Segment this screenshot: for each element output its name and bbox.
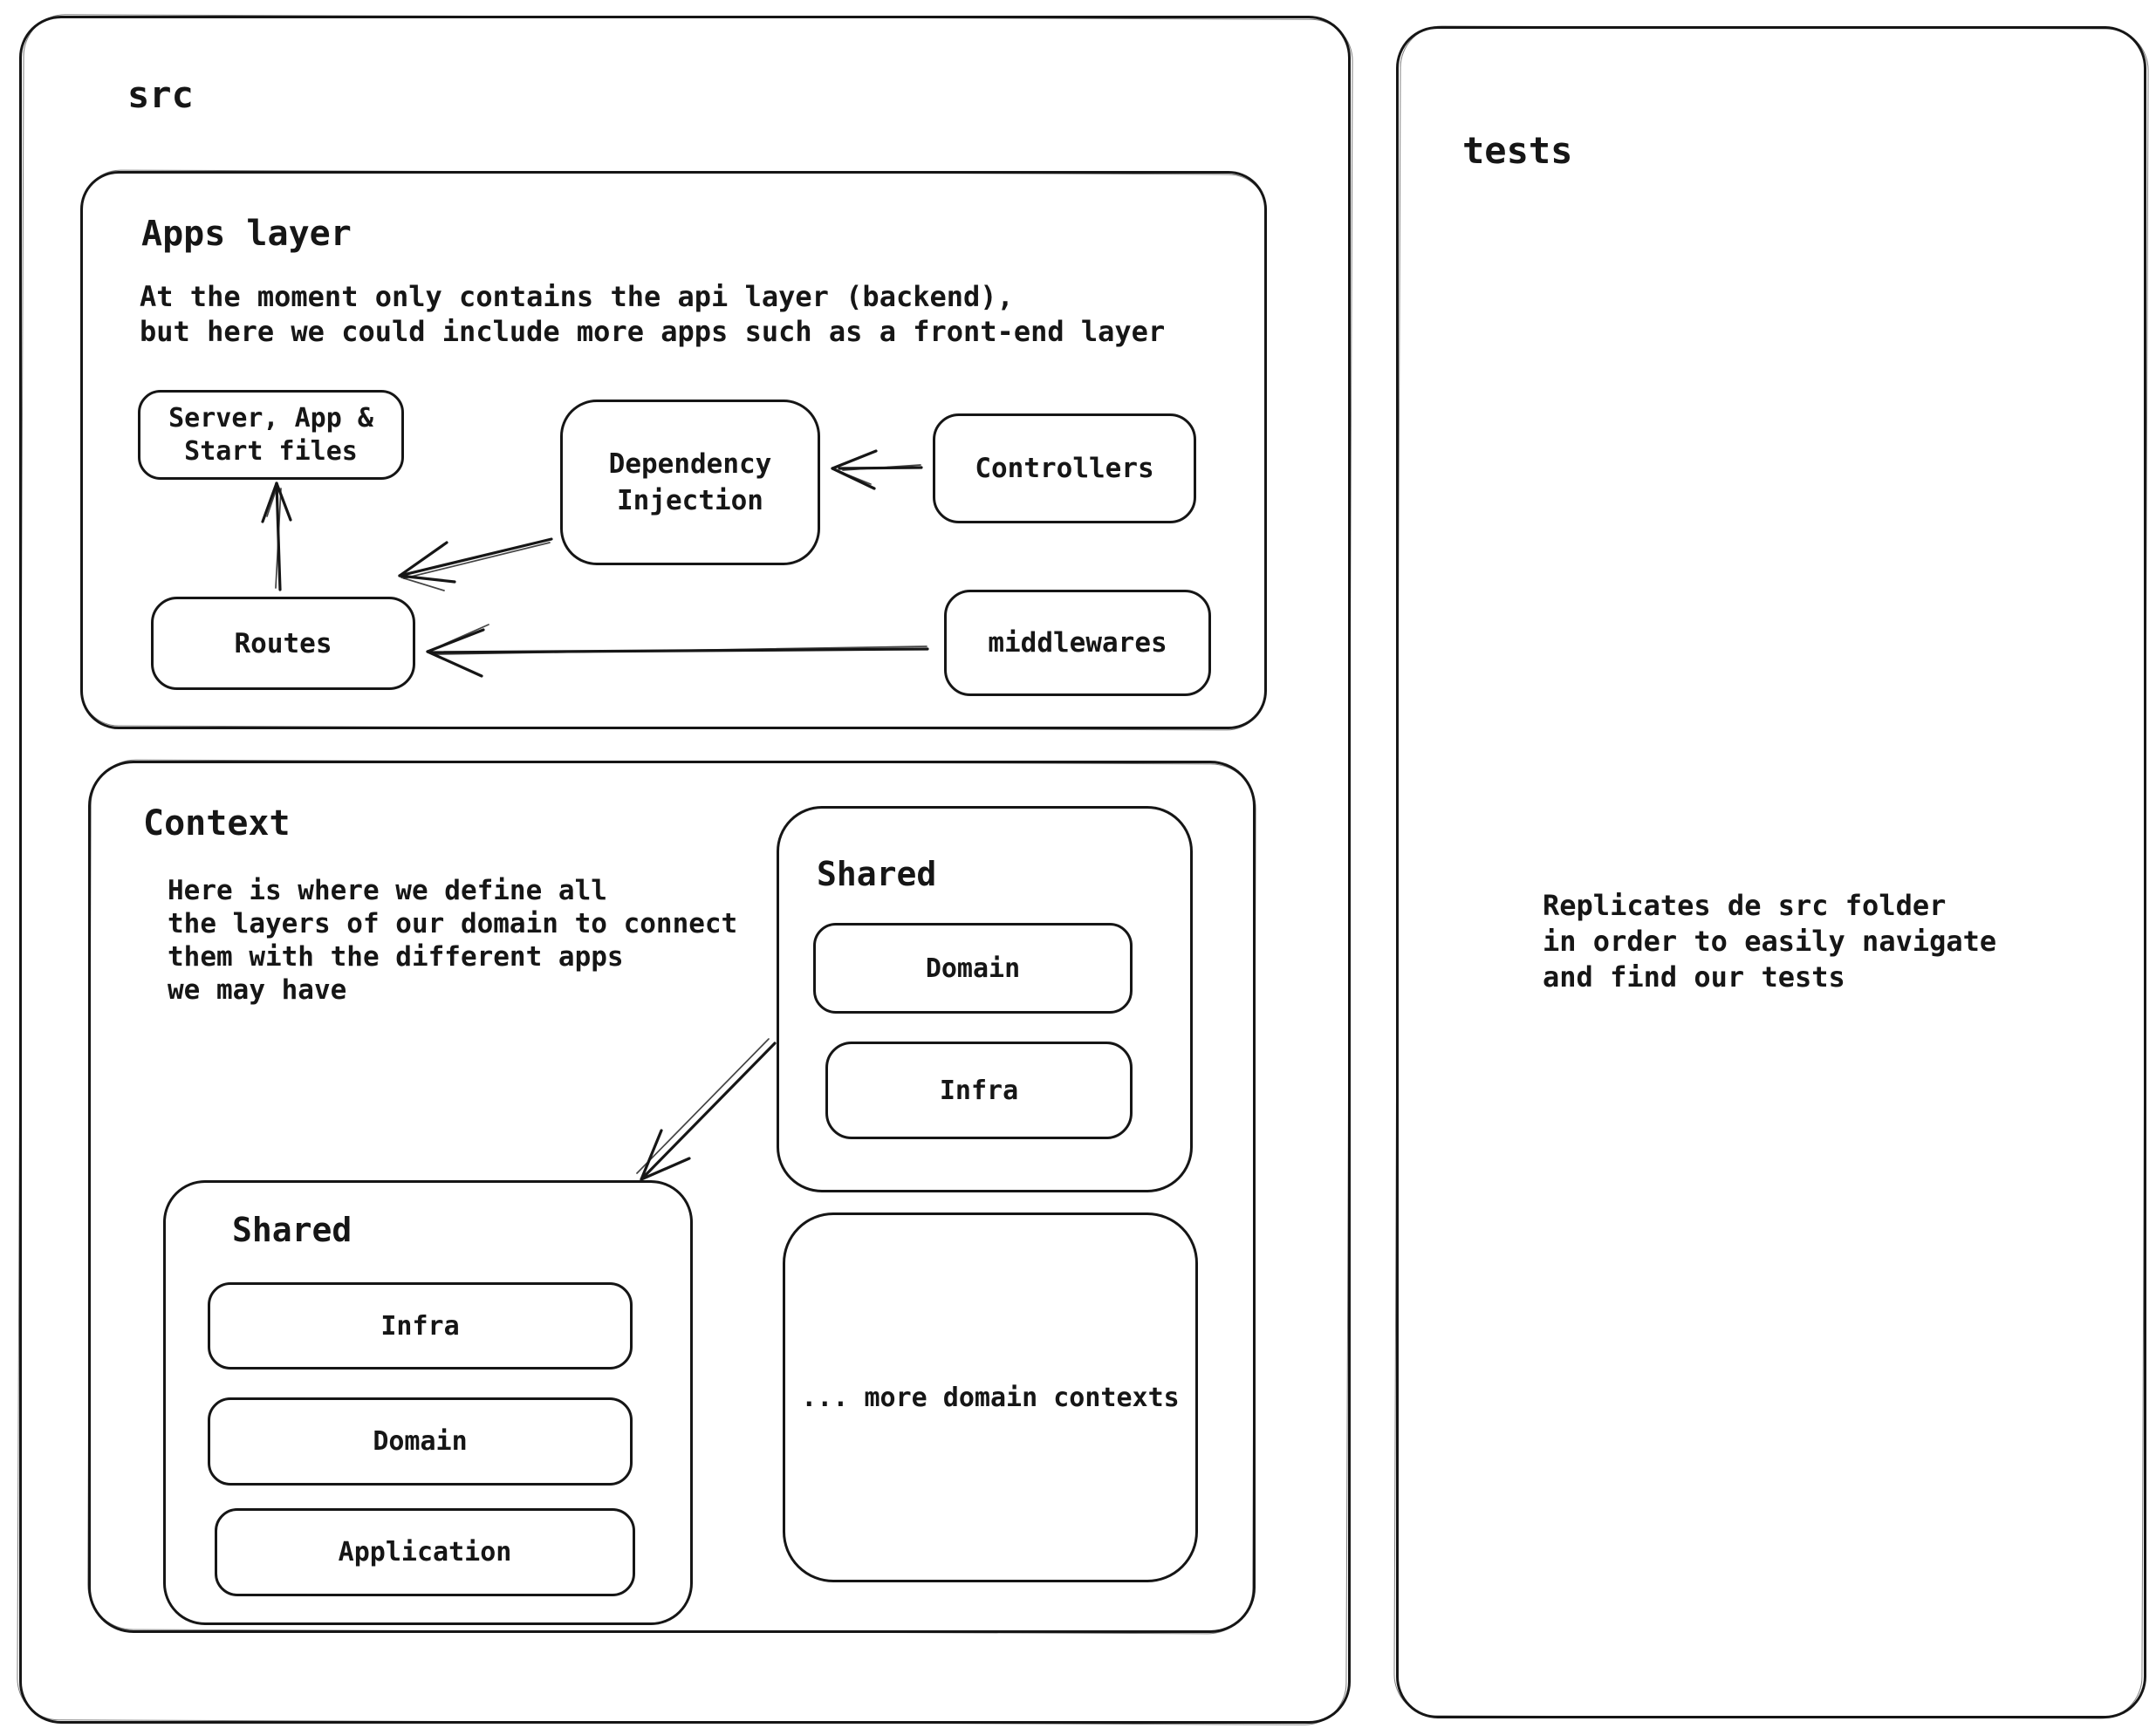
dependency-injection-node: Dependency Injection	[560, 400, 820, 565]
shared-top-domain-label: Domain	[925, 953, 1021, 984]
context-title: Context	[143, 803, 291, 844]
apps-layer-box	[80, 171, 1267, 729]
routes-label: Routes	[234, 627, 332, 659]
tests-folder-title: tests	[1462, 129, 1573, 172]
more-domain-contexts-label: ... more domain contexts	[801, 1382, 1180, 1413]
shared-top-domain-node: Domain	[813, 923, 1133, 1014]
server-app-start-files-label: Server, App & Start files	[168, 402, 373, 467]
dependency-injection-label: Dependency Injection	[608, 448, 772, 516]
shared-bottom-domain-node: Domain	[208, 1397, 633, 1486]
shared-bottom-title: Shared	[232, 1211, 352, 1249]
apps-layer-description: At the moment only contains the api laye…	[140, 280, 1166, 348]
more-domain-contexts-box: ... more domain contexts	[783, 1212, 1198, 1582]
shared-bottom-domain-label: Domain	[373, 1426, 468, 1457]
routes-node: Routes	[151, 597, 415, 690]
shared-top-title: Shared	[817, 855, 937, 893]
shared-top-infra-node: Infra	[825, 1042, 1133, 1139]
shared-bottom-application-label: Application	[338, 1537, 512, 1568]
controllers-node: Controllers	[933, 413, 1196, 523]
apps-layer-title: Apps layer	[141, 214, 352, 254]
middlewares-label: middlewares	[988, 627, 1167, 659]
shared-top-box	[777, 806, 1193, 1192]
shared-bottom-box	[163, 1180, 693, 1625]
shared-bottom-infra-node: Infra	[208, 1282, 633, 1370]
src-folder-title: src	[127, 73, 194, 116]
tests-folder-box	[1396, 26, 2146, 1718]
tests-description: Replicates de src folder in order to eas…	[1543, 889, 1997, 994]
server-app-start-files-node: Server, App & Start files	[138, 390, 404, 480]
middlewares-node: middlewares	[944, 590, 1211, 696]
src-folder-box	[19, 16, 1351, 1724]
shared-top-infra-label: Infra	[939, 1075, 1019, 1106]
context-box	[88, 761, 1256, 1633]
shared-bottom-application-node: Application	[215, 1508, 635, 1596]
context-description: Here is where we define all the layers o…	[168, 875, 738, 1006]
shared-bottom-infra-label: Infra	[380, 1310, 460, 1342]
controllers-label: Controllers	[975, 453, 1154, 484]
